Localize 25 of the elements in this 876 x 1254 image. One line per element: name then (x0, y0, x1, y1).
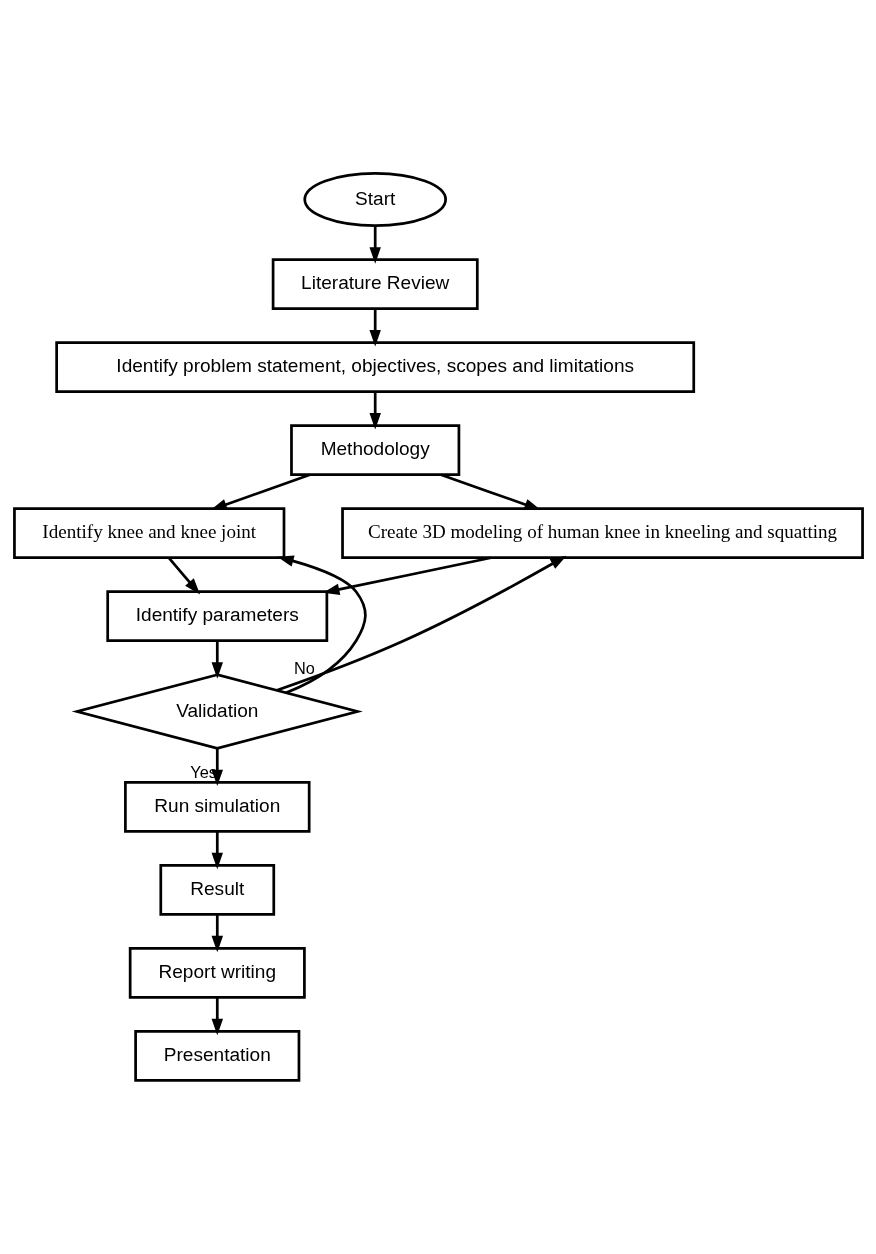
arrow (440, 473, 541, 511)
arrow (211, 997, 223, 1036)
arrow (211, 914, 223, 953)
node-ellipse: Start (302, 172, 447, 227)
node-box: Identify parameters (105, 590, 328, 643)
node-box: Presentation (133, 1030, 300, 1082)
node-box: Report writing (128, 947, 306, 999)
node-box: Identify problem statement, objectives, scopes and limitations (54, 341, 695, 393)
arrow (211, 640, 223, 679)
arrow (276, 555, 367, 695)
arrow (210, 473, 310, 511)
arrow (275, 555, 567, 692)
node-box: Run simulation (123, 780, 311, 833)
arrow (368, 308, 381, 347)
node-box: Literature Review (271, 258, 479, 310)
arrow (167, 556, 200, 595)
arrow (211, 831, 223, 870)
node-diamond: Validation (71, 673, 363, 750)
arrow (368, 391, 381, 430)
node-box: Create 3D modeling of human knee in kneeling and squatting (340, 507, 864, 560)
node-box: Identify knee and knee joint (12, 507, 285, 560)
node-box: Methodology (289, 424, 460, 476)
arrow (368, 225, 381, 264)
arrow (322, 556, 491, 596)
node-box: Result (158, 864, 275, 916)
